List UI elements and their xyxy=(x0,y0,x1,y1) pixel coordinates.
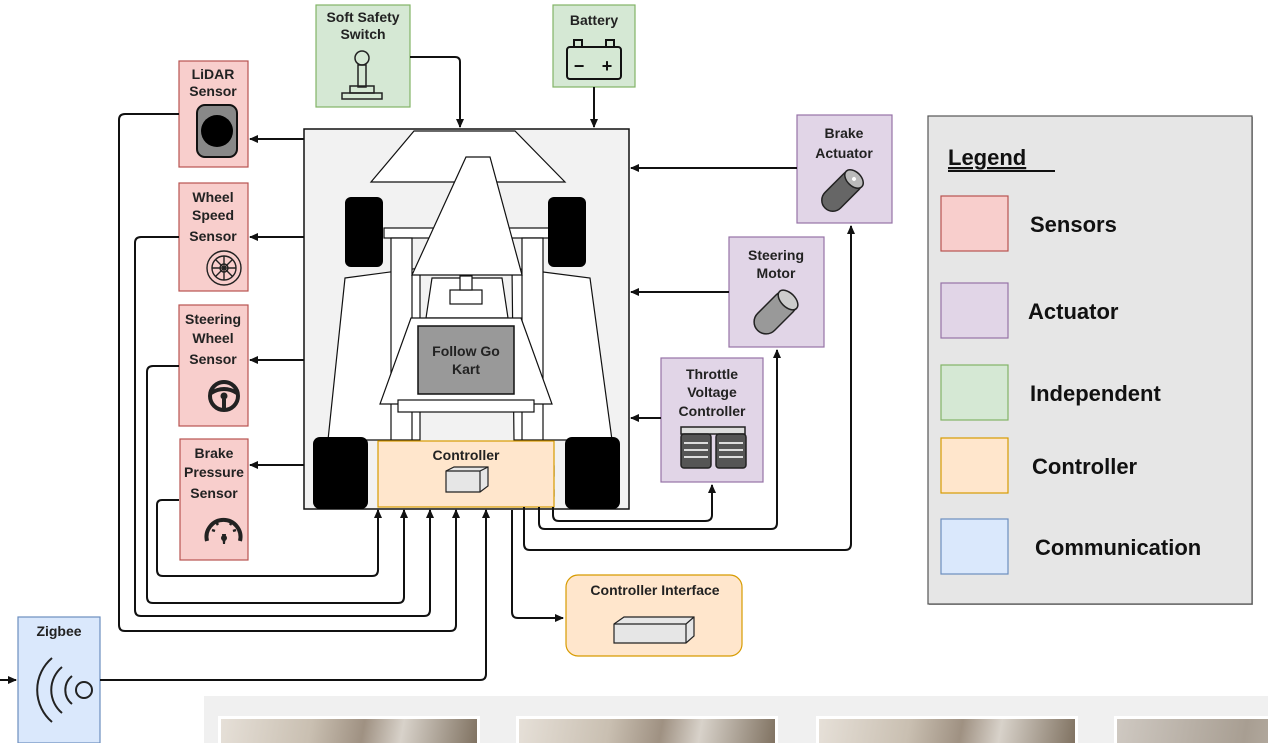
battery-plus: + xyxy=(602,56,613,76)
brake-pressure-label-1: Brake xyxy=(195,445,234,461)
legend-swatch-independent xyxy=(940,364,1009,421)
battery-minus: − xyxy=(574,56,585,76)
lidar-label-2: Sensor xyxy=(189,83,237,99)
brake-actuator-label-1: Brake xyxy=(825,125,864,141)
wheel-speed-label-2: Speed xyxy=(192,207,234,223)
battery-icon: − + xyxy=(566,39,622,80)
legend-swatch-sensors xyxy=(940,195,1009,252)
legend-swatch-controller xyxy=(940,437,1009,494)
legend-label-actuator: Actuator xyxy=(1028,299,1119,324)
battery-box[interactable]: Battery − + xyxy=(552,4,636,88)
thumbnail-image[interactable] xyxy=(1114,716,1268,743)
pedals-icon xyxy=(680,426,747,469)
controller-interface-box[interactable]: Controller Interface xyxy=(565,574,743,657)
legend-label-independent: Independent xyxy=(1030,381,1161,406)
steering-wheel-label-1: Steering xyxy=(185,311,241,327)
wheel-speed-sensor-box[interactable]: Wheel Speed Sensor xyxy=(178,182,249,292)
throttle-label-2: Voltage xyxy=(687,384,737,400)
joystick-icon xyxy=(341,50,383,100)
legend-label-communication: Communication xyxy=(1035,535,1201,560)
legend-swatch-communication xyxy=(940,518,1009,575)
brake-pressure-sensor-box[interactable]: Brake Pressure Sensor xyxy=(179,438,249,561)
go-kart-image: Follow Go Kart xyxy=(303,128,630,510)
legend-title: Legend xyxy=(948,145,1026,170)
controller-interface-label: Controller Interface xyxy=(590,582,719,598)
wheel-rim-icon xyxy=(206,250,242,286)
controller-box[interactable]: Controller xyxy=(377,440,555,508)
cylinder-icon xyxy=(753,289,799,335)
kart-label-line2: Kart xyxy=(452,361,480,377)
legend-label-controller: Controller xyxy=(1032,454,1138,479)
wheel-speed-label-1: Wheel xyxy=(192,189,233,205)
throttle-label-3: Controller xyxy=(679,403,746,419)
steering-motor-box[interactable]: Steering Motor xyxy=(728,236,825,348)
chip-icon xyxy=(445,466,489,493)
thumbnail-image[interactable] xyxy=(816,716,1078,743)
brake-actuator-label-2: Actuator xyxy=(815,145,873,161)
chip-icon xyxy=(613,616,695,644)
cylinder-icon xyxy=(821,169,864,212)
brake-pressure-label-2: Pressure xyxy=(184,464,244,480)
bottom-image-strip xyxy=(204,696,1268,743)
thumbnail-image[interactable] xyxy=(516,716,778,743)
steering-motor-label-2: Motor xyxy=(757,265,796,281)
lidar-icon xyxy=(196,104,238,158)
wireless-icon xyxy=(36,657,93,723)
controller-label: Controller xyxy=(433,447,500,463)
thumbnail-image[interactable] xyxy=(218,716,480,743)
legend-panel: Legend SensorsActuatorIndependentControl… xyxy=(927,115,1253,605)
steering-wheel-label-2: Wheel xyxy=(192,330,233,346)
zigbee-label: Zigbee xyxy=(36,623,81,639)
legend-swatch-actuator xyxy=(940,282,1009,339)
lidar-sensor-box[interactable]: LiDAR Sensor xyxy=(178,60,249,168)
connection-wires xyxy=(0,56,855,684)
brake-pressure-label-3: Sensor xyxy=(190,485,238,501)
zigbee-box[interactable]: Zigbee xyxy=(17,616,101,743)
steering-motor-label-1: Steering xyxy=(748,247,804,263)
battery-label: Battery xyxy=(570,12,618,28)
legend-label-sensors: Sensors xyxy=(1030,212,1117,237)
lidar-label-1: LiDAR xyxy=(192,66,235,82)
brake-actuator-box[interactable]: Brake Actuator xyxy=(796,114,893,224)
throttle-label-1: Throttle xyxy=(686,366,738,382)
steering-wheel-label-3: Sensor xyxy=(189,351,237,367)
steering-wheel-icon xyxy=(208,380,240,412)
legend-items: SensorsActuatorIndependentControllerComm… xyxy=(940,195,1201,575)
soft-switch-label-1: Soft Safety xyxy=(326,9,399,25)
gauge-icon xyxy=(204,517,243,544)
wheel-speed-label-3: Sensor xyxy=(189,228,237,244)
steering-wheel-sensor-box[interactable]: Steering Wheel Sensor xyxy=(178,304,249,427)
kart-label-line1: Follow Go xyxy=(432,343,500,359)
soft-safety-switch-box[interactable]: Soft Safety Switch xyxy=(315,4,411,108)
soft-switch-label-2: Switch xyxy=(340,26,385,42)
throttle-voltage-controller-box[interactable]: Throttle Voltage Controller xyxy=(660,357,764,483)
